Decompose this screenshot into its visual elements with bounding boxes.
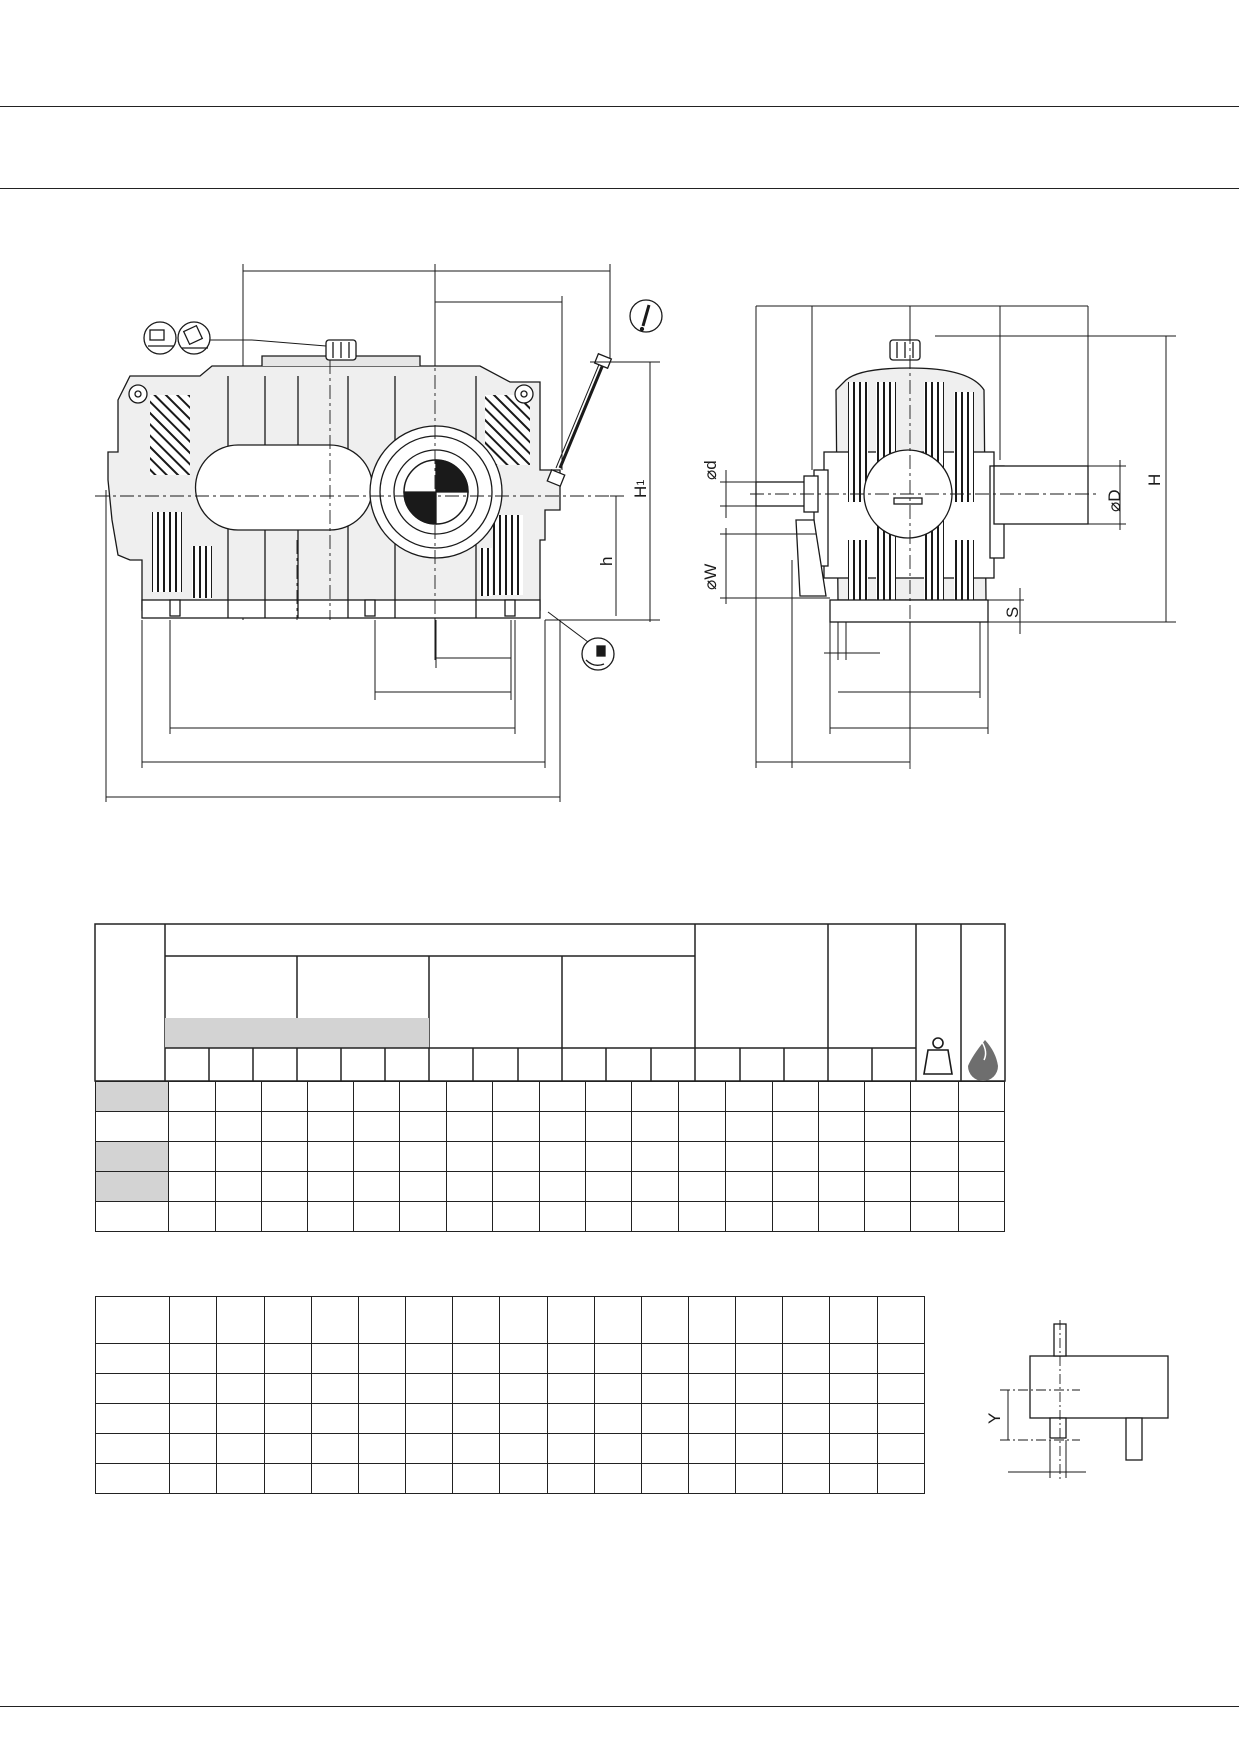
- dim-label-W: ⌀W: [701, 564, 720, 590]
- table-row: [94, 1081, 1006, 1112]
- dipstick-front: [546, 352, 613, 488]
- dim-label-Y: Y: [985, 1413, 1004, 1424]
- weight-icon: [923, 1037, 953, 1075]
- table-row: [94, 1111, 1006, 1142]
- table-row: [94, 1141, 1006, 1172]
- front-view: [95, 264, 660, 802]
- output-shaft-side: [993, 465, 1089, 525]
- table-top-header: [94, 923, 1006, 1082]
- dim-label-S: S: [1003, 607, 1022, 618]
- breather-cap-side: [889, 339, 921, 361]
- dim-label-H: H: [1145, 474, 1164, 486]
- dim-label-d: ⌀d: [701, 460, 720, 480]
- table-row: [94, 1171, 1006, 1202]
- oil-fill-icon: [143, 321, 177, 355]
- breather-icon: [177, 321, 211, 355]
- table-top-body: [94, 1081, 1006, 1232]
- side-view: [720, 305, 1176, 770]
- shaft-offset-diagram: [1000, 1320, 1169, 1480]
- table-row: [94, 1403, 926, 1434]
- breather-cap-front: [251, 339, 357, 361]
- table-top-rows: [94, 1081, 1006, 1232]
- dim-label-H1: H1: [631, 480, 650, 498]
- footer-rule: [0, 1706, 1239, 1707]
- front-bottom-dimensions: [105, 490, 561, 802]
- table-header-row: [94, 1296, 926, 1344]
- header-rule-bottom: [0, 188, 1239, 189]
- table-row: [94, 1463, 926, 1494]
- table-row: [94, 1201, 1006, 1232]
- dim-label-D: ⌀D: [1105, 489, 1124, 512]
- table-bottom: [94, 1296, 926, 1494]
- gearbox-housing-side: [813, 367, 1005, 623]
- table-bottom-rows: [94, 1296, 926, 1494]
- table-row: [94, 1343, 926, 1374]
- front-height-dimensions: [545, 361, 660, 622]
- dim-label-h: h: [597, 557, 616, 566]
- dipstick-icon: [629, 299, 663, 333]
- output-shaft-front: [369, 425, 503, 559]
- table-row: [94, 1373, 926, 1404]
- drain-icon: [581, 637, 615, 671]
- header-rule-top: [0, 106, 1239, 107]
- oil-drop-icon: [968, 1040, 998, 1081]
- table-row: [94, 1433, 926, 1464]
